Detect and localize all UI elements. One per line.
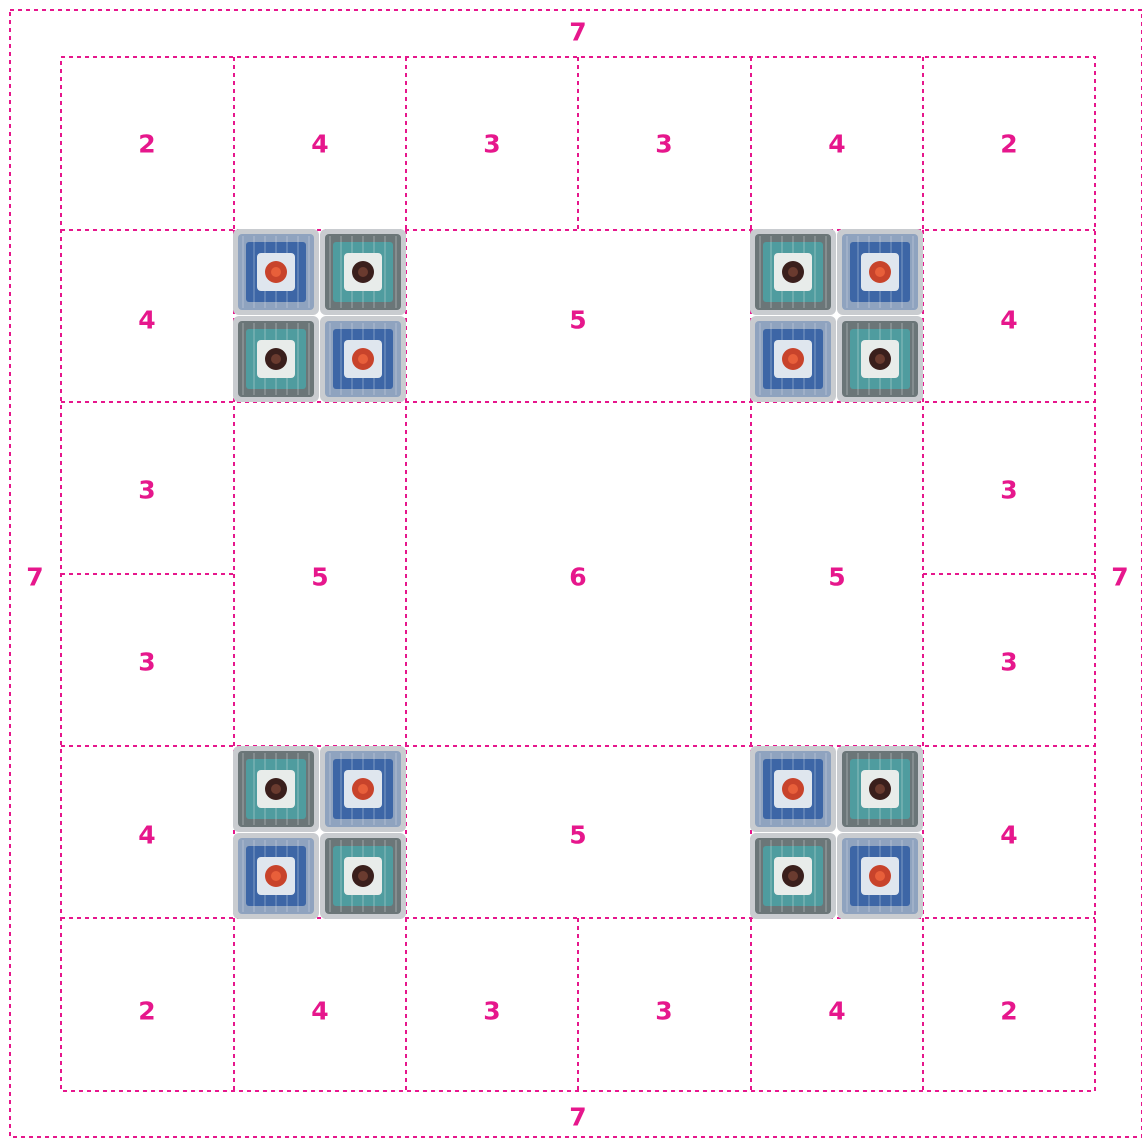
top-row-label: 4 [311,130,328,159]
bottom-right-square-group [750,746,923,919]
top-row-label: 3 [655,130,672,159]
outer-border-label-top: 7 [569,18,586,47]
center-label: 6 [569,563,586,592]
teal-granny-square [233,746,319,832]
upper-middle-label: 5 [569,306,586,335]
top-row-label: 4 [828,130,845,159]
right-column-label: 3 [1000,476,1017,505]
right-column-label: 4 [1000,821,1017,850]
outer-border-label-left: 7 [26,563,43,592]
teal-granny-square [320,229,406,315]
left-column-label: 3 [138,476,155,505]
top-row-label: 2 [138,130,155,159]
outer-border-label-bottom: 7 [569,1103,586,1132]
teal-granny-square [750,229,836,315]
bottom-row-label: 4 [311,997,328,1026]
blue-granny-square [750,746,836,832]
blue-granny-square [320,316,406,402]
teal-granny-square [320,833,406,919]
left-middle-label: 5 [311,563,328,592]
bottom-left-square-group [233,746,406,919]
teal-granny-square [837,316,923,402]
bottom-row-label: 4 [828,997,845,1026]
blue-granny-square [320,746,406,832]
teal-granny-square [750,833,836,919]
right-column-label: 3 [1000,648,1017,677]
bottom-row-label: 2 [138,997,155,1026]
blue-granny-square [837,229,923,315]
blue-granny-square [837,833,923,919]
lower-middle-label: 5 [569,821,586,850]
bottom-row-label: 2 [1000,997,1017,1026]
blue-granny-square [750,316,836,402]
right-column-label: 4 [1000,306,1017,335]
bottom-row-label: 3 [655,997,672,1026]
top-row-label: 3 [483,130,500,159]
left-column-label: 3 [138,648,155,677]
top-row-label: 2 [1000,130,1017,159]
teal-granny-square [233,316,319,402]
blue-granny-square [233,833,319,919]
bottom-row-label: 3 [483,997,500,1026]
blue-granny-square [233,229,319,315]
teal-granny-square [837,746,923,832]
right-middle-label: 5 [828,563,845,592]
left-column-label: 4 [138,821,155,850]
outer-border-label-right: 7 [1111,563,1128,592]
left-column-label: 4 [138,306,155,335]
top-right-square-group [750,229,923,402]
top-left-square-group [233,229,406,402]
